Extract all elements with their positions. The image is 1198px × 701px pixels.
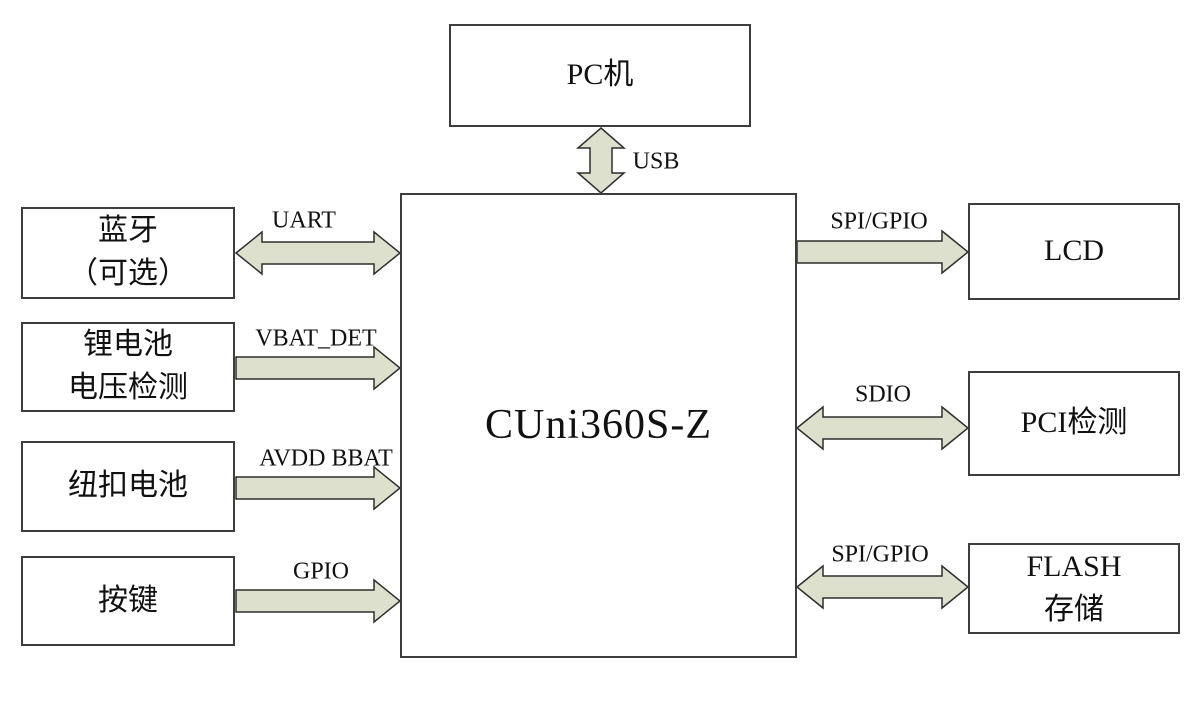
gpio-arrow: [235, 578, 402, 624]
vbat-det-arrow: [235, 345, 402, 391]
bluetooth-label-line1: 蓝牙: [98, 214, 158, 248]
pci-box-label: PCI检测: [1020, 406, 1128, 440]
li-battery-label-line2: 电压检测: [68, 371, 188, 404]
uart-arrow: [234, 230, 402, 276]
li-battery-box: 锂电池 电压检测: [21, 322, 235, 412]
spi-gpio-bottom-arrow: [795, 564, 970, 610]
usb-label: USB: [632, 148, 680, 175]
center-chip-label: CUni360S-Z: [484, 401, 712, 448]
spi-gpio-top-arrow: [796, 229, 970, 275]
button-box-label: 按键: [98, 583, 158, 617]
gpio-label: GPIO: [292, 558, 350, 585]
sdio-label: SDIO: [854, 381, 912, 408]
spi-gpio-top-label: SPI/GPIO: [830, 208, 928, 235]
avdd-bbat-label: AVDD BBAT: [259, 445, 393, 472]
coin-battery-box: 纽扣电池: [21, 441, 235, 532]
vbat-det-label: VBAT_DET: [255, 325, 377, 352]
coin-battery-label: 纽扣电池: [68, 469, 188, 503]
sdio-arrow: [795, 405, 970, 451]
center-chip-box: CUni360S-Z: [400, 193, 797, 658]
flash-box: FLASH 存储: [968, 543, 1180, 634]
bluetooth-box: 蓝牙 （可选）: [21, 207, 235, 299]
spi-gpio-bottom-label: SPI/GPIO: [831, 541, 929, 568]
pci-box: PCI检测: [968, 371, 1180, 476]
uart-label: UART: [272, 207, 336, 234]
button-box: 按键: [21, 556, 235, 646]
usb-arrow: [575, 127, 627, 194]
flash-label-line2: 存储: [1044, 592, 1104, 626]
lcd-box-label: LCD: [1044, 234, 1104, 268]
li-battery-label-line1: 锂电池: [83, 328, 173, 362]
flash-label-line1: FLASH: [1026, 549, 1122, 583]
avdd-bbat-arrow: [235, 465, 402, 511]
lcd-box: LCD: [968, 203, 1180, 300]
pc-box: PC机: [449, 24, 751, 127]
bluetooth-label-line2: （可选）: [68, 257, 188, 290]
pc-box-label: PC机: [566, 58, 634, 92]
